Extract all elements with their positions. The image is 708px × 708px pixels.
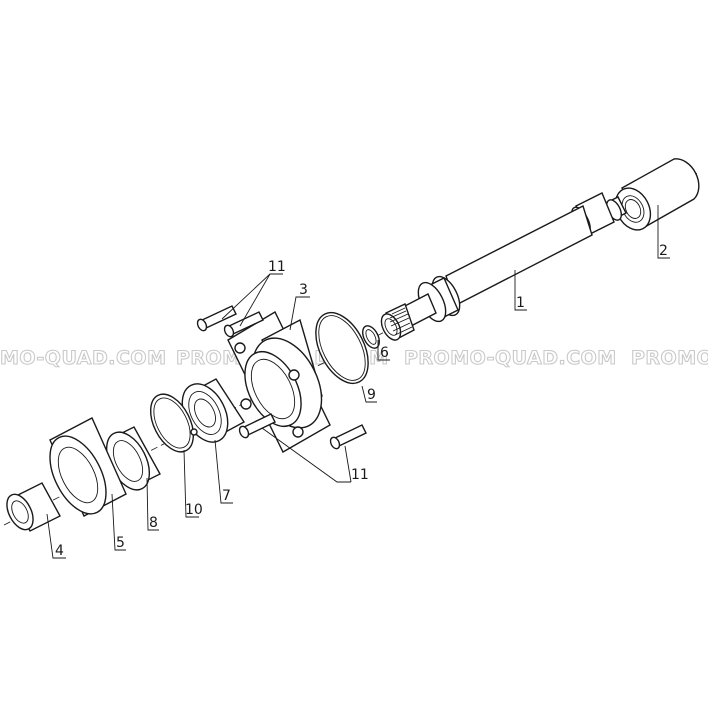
watermark-text-1: MO-QUAD.COM bbox=[0, 347, 167, 369]
callout-11-lower: 11 bbox=[351, 467, 369, 483]
part-2-coupling-sleeve bbox=[614, 158, 700, 231]
part-10-circlip bbox=[149, 393, 198, 453]
part-3-bearing-housing bbox=[227, 311, 331, 453]
part-7-ball-bearing bbox=[181, 378, 246, 443]
part-5-dust-cover bbox=[49, 417, 127, 517]
part-6-circlip bbox=[362, 325, 380, 349]
callout-labels: 1 2 3 4 5 6 7 8 9 10 11 11 bbox=[55, 243, 668, 559]
watermark-text-3: PROMO-QUAD.COM bbox=[404, 347, 617, 369]
part-4-spacer-sleeve bbox=[6, 482, 61, 532]
callout-9: 9 bbox=[367, 387, 376, 403]
part-1-drive-shaft bbox=[380, 192, 627, 342]
callout-7: 7 bbox=[222, 488, 231, 504]
part-11-bolts-lower bbox=[238, 413, 367, 450]
part-9-o-ring bbox=[315, 311, 369, 385]
callout-3: 3 bbox=[299, 282, 308, 298]
callout-2: 2 bbox=[659, 243, 668, 259]
part-11-bolts-upper bbox=[196, 305, 264, 338]
callout-5: 5 bbox=[116, 535, 125, 551]
callout-11-upper: 11 bbox=[268, 259, 286, 275]
callout-4: 4 bbox=[55, 543, 64, 559]
leader-lines bbox=[46, 205, 670, 559]
callout-6: 6 bbox=[380, 345, 389, 361]
callout-10: 10 bbox=[185, 502, 203, 518]
callout-8: 8 bbox=[149, 515, 158, 531]
watermark-text-4: PROMO bbox=[631, 347, 708, 369]
callout-1: 1 bbox=[516, 295, 525, 311]
